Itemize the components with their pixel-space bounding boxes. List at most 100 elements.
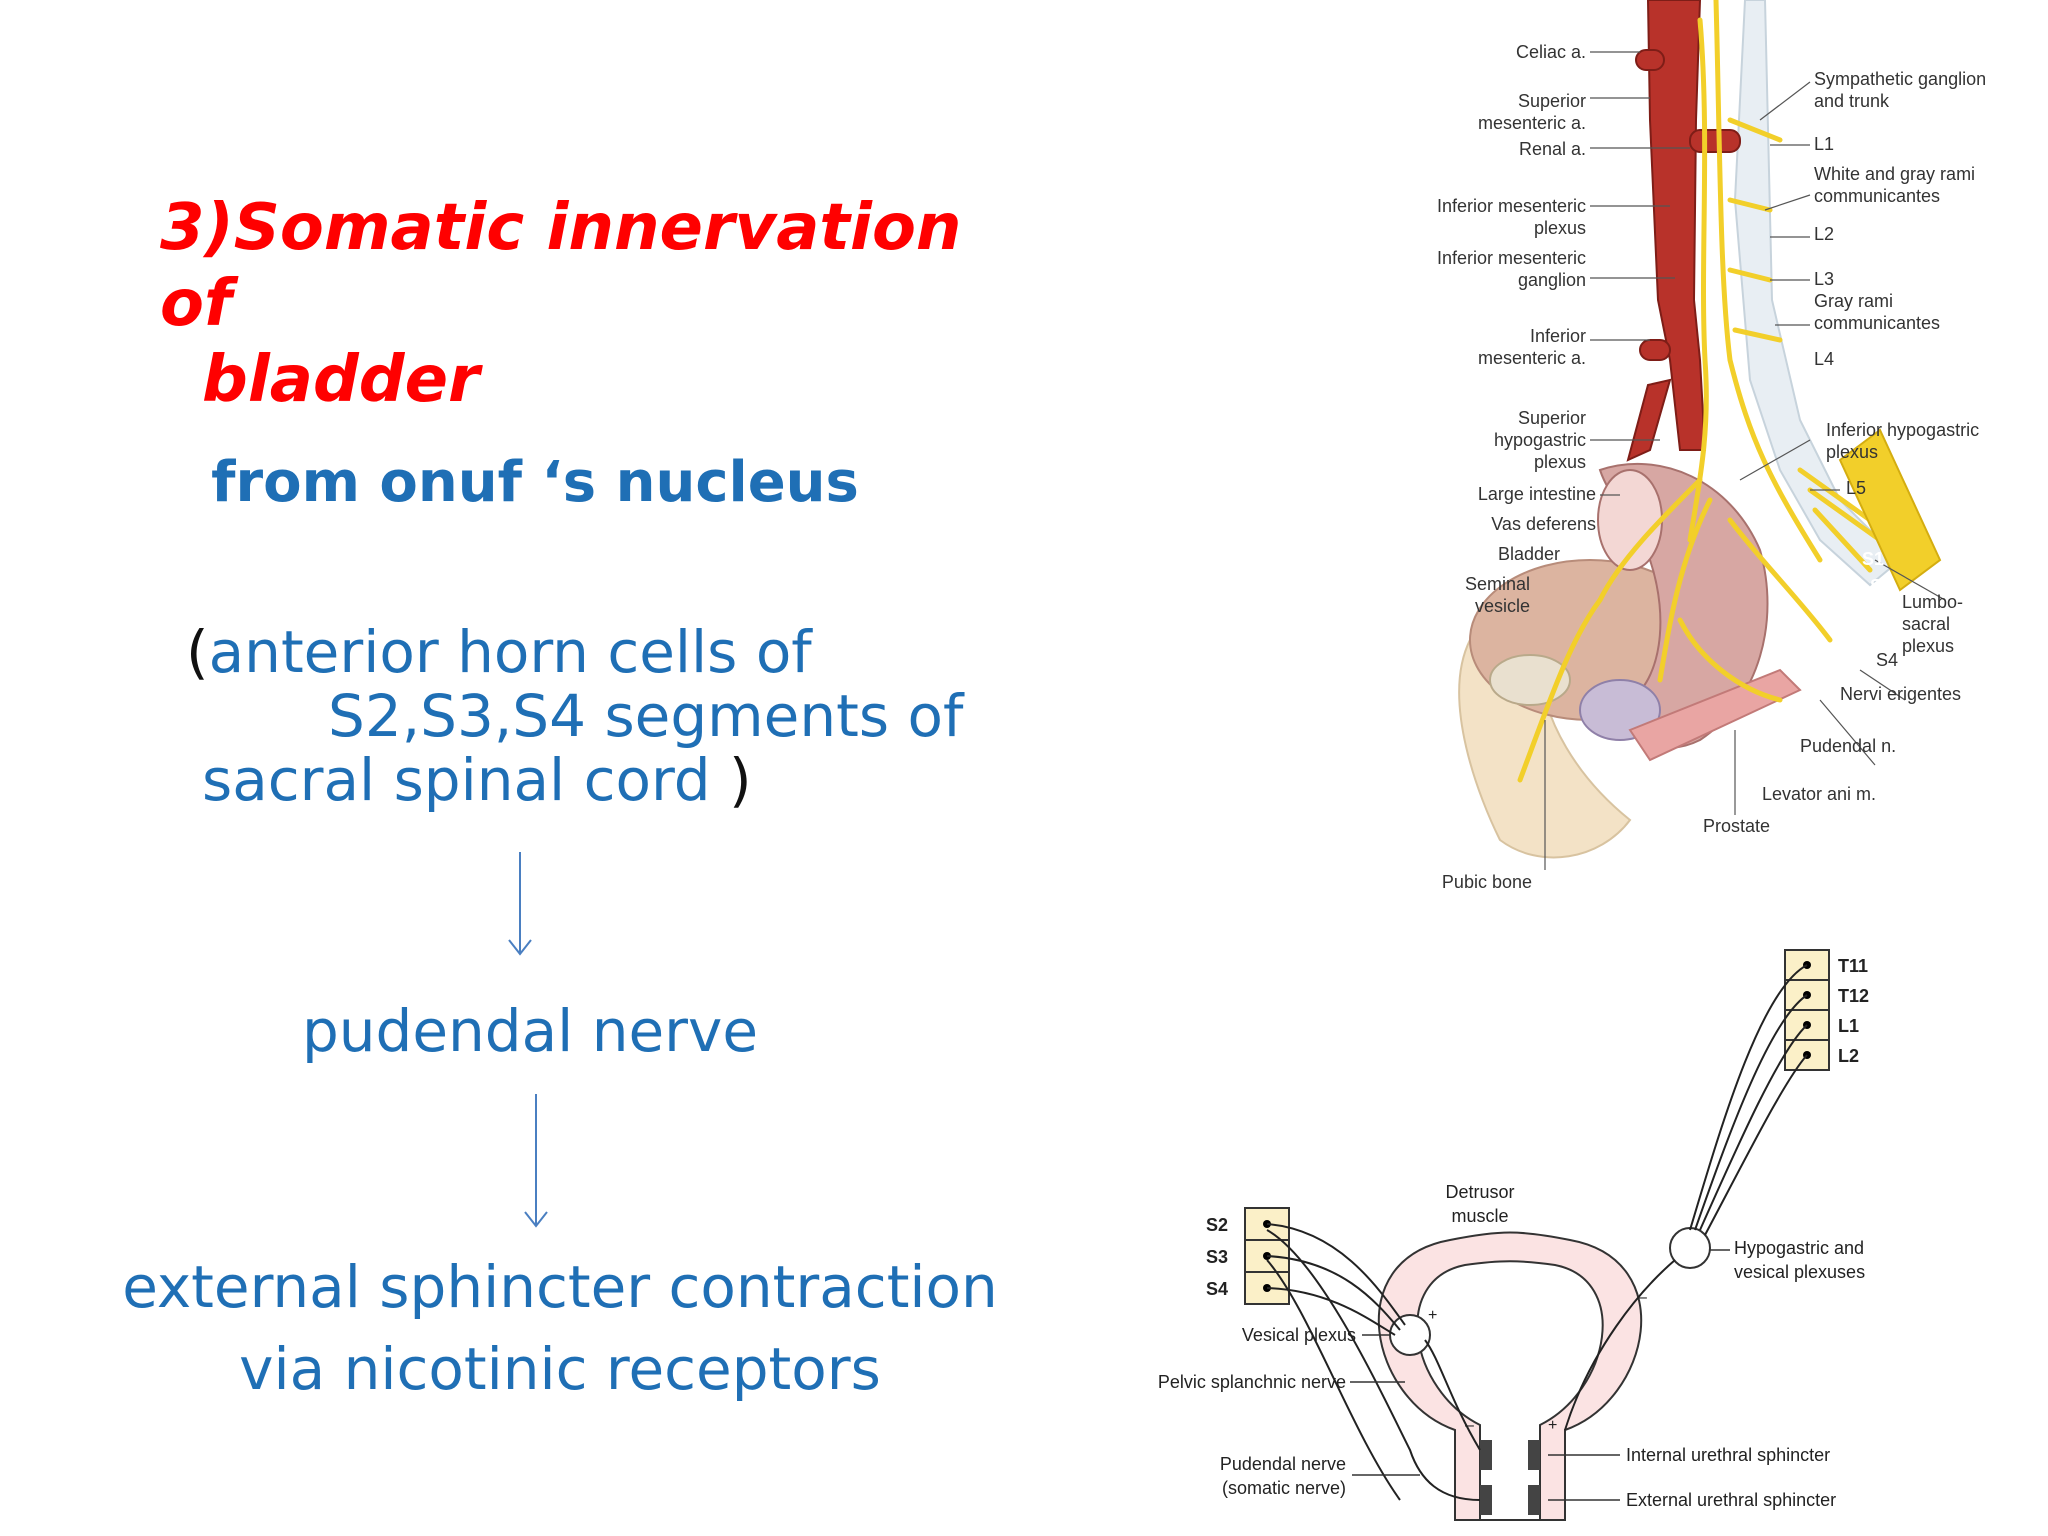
label-vas-deferens: Vas deferens: [1491, 514, 1596, 534]
label-imp-1: Inferior mesenteric: [1437, 196, 1586, 216]
label-pelvic-splanchnic: Pelvic splanchnic nerve: [1158, 1372, 1346, 1392]
label-hypogastric-2: vesical plexuses: [1734, 1262, 1865, 1282]
label-sup-mes-2: mesenteric a.: [1478, 113, 1586, 133]
label-l1: L1: [1814, 134, 1834, 154]
mesenteric-artery-stub: [1639, 339, 1671, 361]
label-shp-2: hypogastric: [1494, 430, 1586, 450]
label-wg-1: White and gray rami: [1814, 164, 1975, 184]
label-celiac: Celiac a.: [1516, 42, 1586, 62]
vertebral-column: [1733, 0, 1902, 587]
label-shp-3: plexus: [1534, 452, 1586, 472]
label-sup-mes-1: Superior: [1518, 91, 1586, 111]
anterior-horn-cells-text: (anterior horn cells of S2,S3,S4 segment…: [186, 620, 1086, 812]
close-paren: ): [729, 746, 752, 814]
label-symp-1: Sympathetic ganglion: [1814, 69, 1986, 89]
bladder-innervation-diagram: T11 T12 L1 L2 S2 S3 S4 Detrusor muscle H…: [1158, 949, 1869, 1521]
label-renal: Renal a.: [1519, 139, 1586, 159]
label-gray-2: communicantes: [1814, 313, 1940, 333]
label-l2: L2: [1814, 224, 1834, 244]
label-l4: L4: [1814, 349, 1834, 369]
label-l2-bottom: L2: [1838, 1046, 1859, 1066]
cells-line-3: sacral spinal cord: [202, 746, 730, 814]
label-nervi-erigentes: Nervi erigentes: [1840, 684, 1961, 704]
label-bladder: Bladder: [1498, 544, 1560, 564]
label-detrusor-1: Detrusor: [1445, 1182, 1514, 1202]
internal-sphincter-left: [1480, 1440, 1492, 1470]
label-pudendal-1: Pudendal nerve: [1220, 1454, 1346, 1474]
sign-plus-1: +: [1428, 1307, 1437, 1324]
label-hypogastric-1: Hypogastric and: [1734, 1238, 1864, 1258]
bladder-lumen: [1416, 1260, 1604, 1521]
label-img-2: ganglion: [1518, 270, 1586, 290]
label-prostate: Prostate: [1703, 816, 1770, 836]
vesical-ganglion: [1389, 1314, 1431, 1356]
label-lumbosacral-3: plexus: [1902, 636, 1954, 656]
label-s4-bottom: S4: [1206, 1279, 1228, 1299]
label-ihp-2: plexus: [1826, 442, 1878, 462]
label-s3-bottom: S3: [1206, 1247, 1228, 1267]
label-seminal-2: vesicle: [1475, 596, 1530, 616]
label-lumbosacral-1: Lumbo-: [1902, 592, 1963, 612]
open-paren: (: [186, 618, 209, 686]
leader-lines: [1544, 51, 1946, 870]
down-arrow-1: [508, 852, 532, 956]
onuf-nucleus-heading: from onuf ‘s nucleus: [211, 450, 859, 515]
label-shp-1: Superior: [1518, 408, 1586, 428]
label-levator-ani: Levator ani m.: [1762, 784, 1876, 804]
lumbosacral-plexus: [1838, 428, 1942, 592]
label-pudendal-n: Pudendal n.: [1800, 736, 1896, 756]
seminal-vesicle: [1489, 654, 1571, 706]
label-img-1: Inferior mesenteric: [1437, 248, 1586, 268]
label-lumbosacral-2: sacral: [1902, 614, 1950, 634]
thoracolumbar-segments: [1784, 949, 1830, 1071]
label-large-intestine: Large intestine: [1478, 484, 1596, 504]
cells-line-2: S2,S3,S4 segments of: [328, 682, 964, 750]
label-seminal-1: Seminal: [1465, 574, 1530, 594]
label-pubic-bone: Pubic bone: [1442, 872, 1532, 892]
external-line-2: via nicotinic receptors: [239, 1335, 881, 1403]
label-ima-2: mesenteric a.: [1478, 348, 1586, 368]
external-sphincter-right: [1528, 1485, 1540, 1515]
label-ima-1: Inferior: [1530, 326, 1586, 346]
label-l5: L5: [1846, 478, 1866, 498]
sign-minus-2: –: [1465, 1417, 1474, 1434]
pudendal-nerve-text: pudendal nerve: [301, 997, 759, 1065]
label-symp-2: and trunk: [1814, 91, 1890, 111]
label-vesical-plexus: Vesical plexus: [1242, 1325, 1356, 1345]
hypogastric-ganglion: [1669, 1227, 1711, 1269]
label-gray-1: Gray rami: [1814, 291, 1893, 311]
title-line-1: 3)Somatic innervation of: [160, 191, 962, 341]
label-t11: T11: [1838, 956, 1868, 976]
label-detrusor-2: muscle: [1451, 1206, 1508, 1226]
label-internal-sphincter: Internal urethral sphincter: [1626, 1445, 1830, 1465]
label-l1-bottom: L1: [1838, 1016, 1859, 1036]
label-ihp-1: Inferior hypogastric: [1826, 420, 1979, 440]
label-pudendal-2: (somatic nerve): [1222, 1478, 1346, 1498]
label-s4: S4: [1876, 650, 1898, 670]
anatomy-figure: Celiac a. Superior mesenteric a. Renal a…: [1437, 0, 1986, 892]
celiac-artery: [1635, 49, 1665, 71]
label-external-sphincter: External urethral sphincter: [1626, 1490, 1836, 1510]
label-l3: L3: [1814, 269, 1834, 289]
label-wg-2: communicantes: [1814, 186, 1940, 206]
sign-minus-1: –: [1638, 1289, 1647, 1306]
title-line-2: bladder: [202, 343, 480, 417]
cells-line-1: anterior horn cells of: [208, 618, 812, 686]
external-sphincter-left: [1480, 1485, 1492, 1515]
label-imp-2: plexus: [1534, 218, 1586, 238]
nerve-network: [1517, 0, 1883, 783]
external-sphincter-text: external sphincter contraction via nicot…: [0, 1246, 1120, 1410]
label-s1: S1: [1862, 549, 1884, 569]
slide-title: 3)Somatic innervation of bladder: [160, 190, 1040, 418]
internal-sphincter-right: [1528, 1440, 1540, 1470]
sign-plus-2: +: [1548, 1417, 1557, 1434]
label-t12: T12: [1838, 986, 1869, 1006]
renal-artery: [1689, 129, 1741, 153]
label-s2: S2: [1870, 576, 1892, 596]
label-s2-bottom: S2: [1206, 1215, 1228, 1235]
label-s3: S3: [1874, 602, 1896, 622]
common-iliac-artery: [1626, 378, 1672, 462]
down-arrow-2: [524, 1094, 548, 1228]
nerve-paths: [1266, 964, 1808, 1501]
